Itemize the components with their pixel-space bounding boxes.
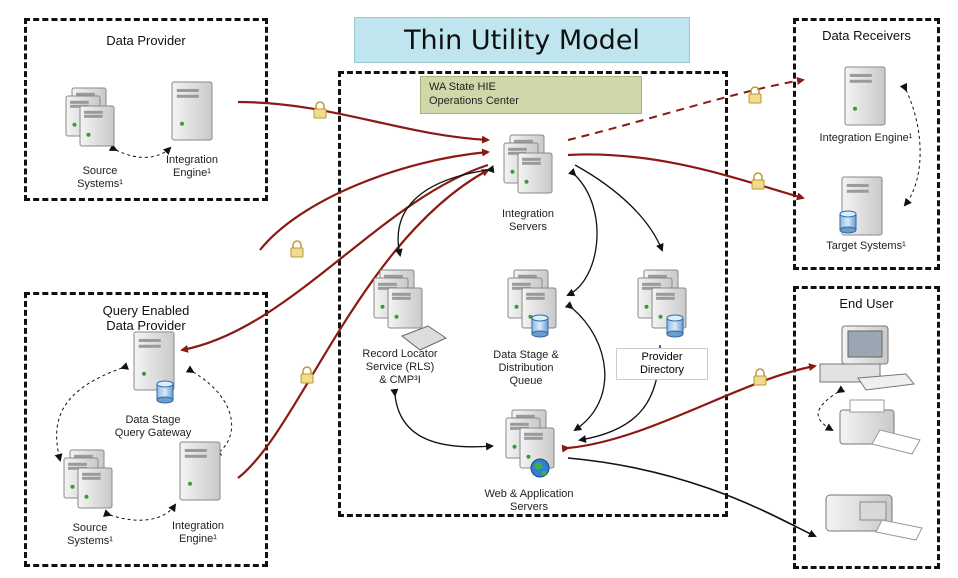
- qp-source-systems-icon: [63, 449, 113, 509]
- link-stage-web: [564, 301, 606, 432]
- link-web-to-end-user: [561, 363, 817, 453]
- lock-icon-3: [751, 172, 765, 190]
- link-gateway-engine: [185, 365, 233, 457]
- computer-icon: [819, 325, 915, 391]
- integration-servers-label: Integration Servers: [502, 208, 554, 233]
- link-qp-source-engine: [103, 503, 177, 521]
- dr-integration-engine-label: Integration Engine¹: [819, 132, 913, 144]
- link-dr-engine-target: [899, 82, 921, 207]
- lock-icon-1: [313, 101, 327, 119]
- lock-icon-5: [300, 366, 314, 384]
- link-integration-rls: [394, 165, 495, 257]
- link-web-to-fax: [567, 457, 817, 538]
- ops-center-label: WA State HIE Operations Center: [420, 76, 642, 114]
- qp-integration-engine-label: Integration Engine¹: [172, 520, 224, 545]
- integration-servers-icon: [503, 134, 553, 194]
- dp-source-systems-icon: [65, 87, 115, 147]
- diagram-title: Thin Utility Model: [354, 17, 690, 63]
- query-provider-group: [24, 292, 268, 567]
- qp-gateway-icon: [133, 331, 175, 391]
- qp-gateway-label: Data Stage Query Gateway: [114, 414, 192, 439]
- qp-integration-engine-icon: [179, 441, 221, 501]
- link-integration-stage: [566, 167, 598, 297]
- data-stage-label: Data Stage & Distribution Queue: [493, 349, 559, 387]
- data-provider-header: Data Provider: [106, 33, 186, 48]
- data-stage-db-icon: [531, 314, 549, 338]
- dp-integration-engine-label: Integration Engine¹: [166, 154, 218, 179]
- lock-icon-4: [290, 240, 304, 258]
- link-qp-engine-to-integration: [237, 169, 490, 479]
- web-app-servers-label: Web & Application Servers: [484, 488, 574, 513]
- data-receivers-group: [793, 18, 940, 270]
- provider-directory-db-icon: [666, 314, 684, 338]
- data-receivers-header: Data Receivers: [822, 28, 911, 43]
- web-app-servers-icon: [505, 409, 555, 469]
- link-pc-printer: [817, 385, 846, 432]
- ops-center-group: [338, 71, 728, 517]
- rls-server-icon: [373, 269, 423, 329]
- data-provider-group: [24, 18, 268, 201]
- dp-source-systems-label: Source Systems¹: [77, 165, 123, 190]
- dp-integration-engine-icon: [171, 81, 213, 141]
- link-integration-to-target: [567, 153, 805, 201]
- printer-icon: [839, 399, 921, 455]
- dr-target-db-icon: [839, 210, 857, 234]
- link-integration-to-receiver-engine: [567, 76, 805, 141]
- link-qp-to-integration-upper: [259, 148, 490, 251]
- fax-icon: [825, 494, 923, 541]
- dr-integration-engine-icon: [844, 66, 886, 126]
- lock-icon-2: [748, 86, 762, 104]
- link-integration-directory: [574, 164, 664, 252]
- link-rls-web: [390, 388, 494, 451]
- link-dp-source-engine: [108, 143, 172, 158]
- query-provider-header: Query Enabled Data Provider: [102, 303, 190, 333]
- provider-directory-label: Provider Directory: [616, 348, 708, 380]
- link-gateway-source: [54, 362, 129, 462]
- globe-icon: [530, 458, 550, 478]
- end-user-header: End User: [839, 296, 894, 311]
- rls-label: Record Locator Service (RLS) & CMP³I: [362, 348, 438, 386]
- dr-target-systems-label: Target Systems¹: [826, 240, 906, 252]
- link-dp-to-integration: [237, 100, 490, 144]
- keyboard-icon: [400, 325, 448, 351]
- qp-gateway-db-icon: [156, 380, 174, 404]
- lock-icon-6: [753, 368, 767, 386]
- qp-source-systems-label: Source Systems¹: [67, 522, 113, 547]
